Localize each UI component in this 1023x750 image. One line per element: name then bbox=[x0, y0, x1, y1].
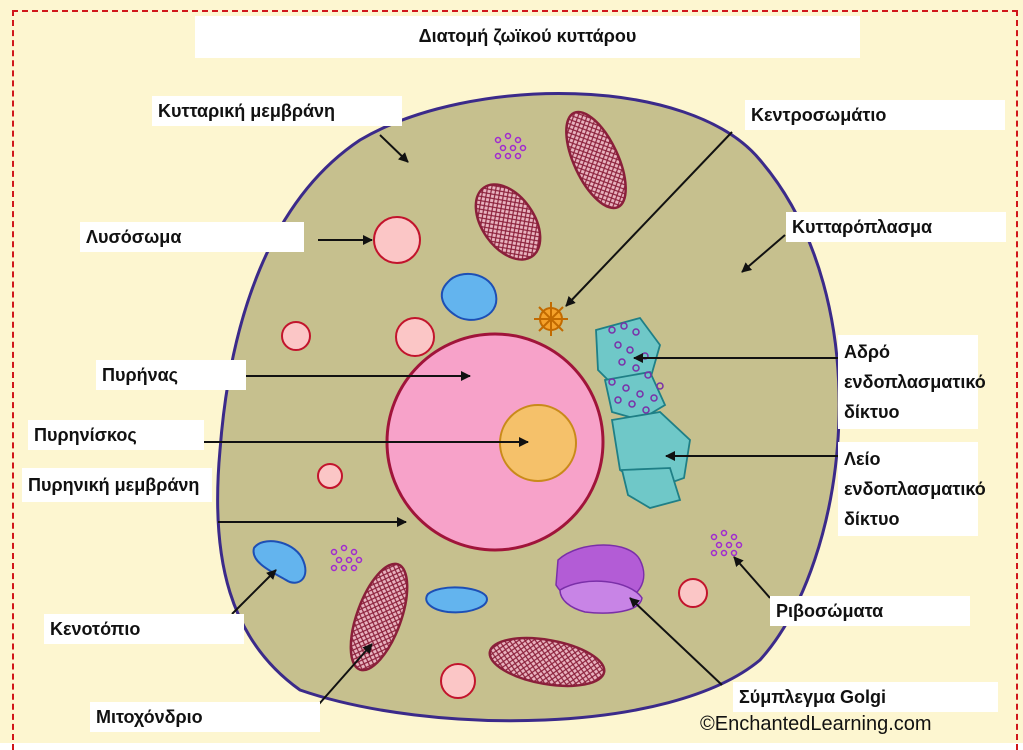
credit-text: ©EnchantedLearning.com bbox=[700, 713, 932, 736]
label-smooth-er: Λείο ενδοπλασματικό δίκτυο bbox=[838, 442, 978, 536]
centrosome-shape bbox=[534, 302, 568, 336]
label-cytoplasm: Κυτταρόπλασμα bbox=[786, 212, 1006, 242]
diagram-title: Διατομή ζωϊκού κυττάρου bbox=[195, 16, 860, 58]
label-ribosomes: Ριβοσώματα bbox=[770, 596, 970, 626]
lysosome bbox=[374, 217, 420, 263]
label-golgi: Σύμπλεγμα Golgi bbox=[733, 682, 998, 712]
label-lysosome: Λυσόσωμα bbox=[80, 222, 304, 252]
label-vacuole: Κενοτόπιο bbox=[44, 614, 244, 644]
golgi-apparatus bbox=[556, 545, 644, 613]
label-nucleus: Πυρήνας bbox=[96, 360, 246, 390]
label-rough-er: Αδρό ενδοπλασματικό δίκτυο bbox=[838, 335, 978, 429]
label-nucleolus: Πυρηνίσκος bbox=[28, 420, 204, 450]
label-cell-membrane: Κυτταρική μεμβράνη bbox=[152, 96, 402, 126]
label-mitochondrion: Μιτοχόνδριο bbox=[90, 702, 320, 732]
label-centrosome: Κεντροσωμάτιο bbox=[745, 100, 1005, 130]
label-nuclear-membrane: Πυρηνική μεμβράνη bbox=[22, 468, 212, 502]
